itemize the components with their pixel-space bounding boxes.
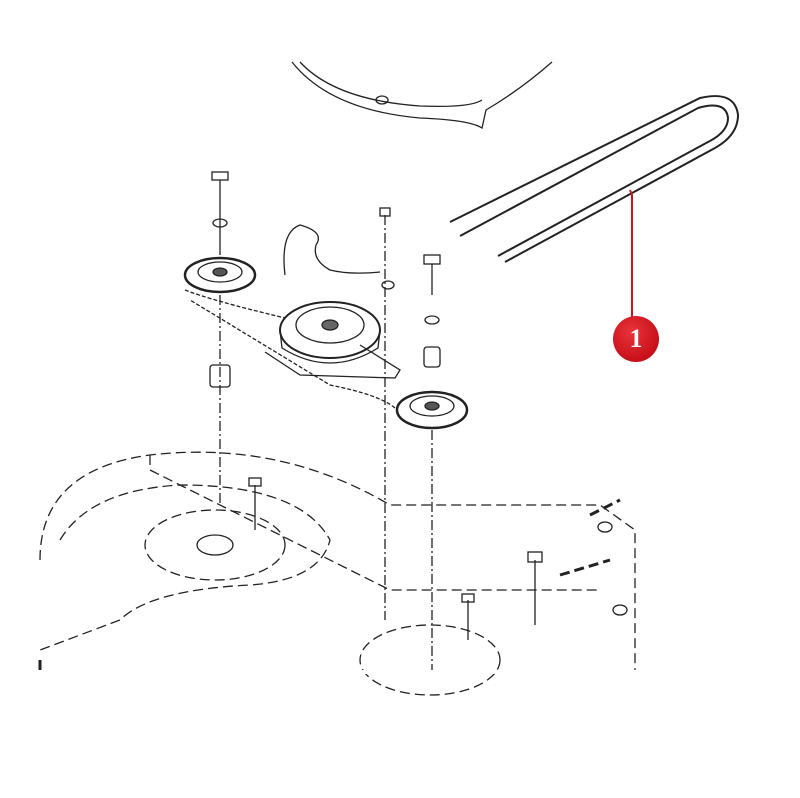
center-spindle-pulley bbox=[264, 207, 401, 620]
callout-number: 1 bbox=[629, 324, 643, 353]
drive-belt bbox=[184, 95, 740, 409]
bolts bbox=[248, 477, 628, 640]
right-idler-pulley bbox=[395, 254, 469, 670]
mower-deck bbox=[38, 451, 636, 696]
left-idler-pulley bbox=[183, 171, 257, 505]
deck-cover bbox=[291, 61, 553, 130]
spindle-hub bbox=[196, 534, 234, 556]
callout-badge-1[interactable]: 1 bbox=[613, 316, 659, 362]
callout-leader-line bbox=[629, 189, 633, 318]
spring bbox=[283, 224, 381, 276]
